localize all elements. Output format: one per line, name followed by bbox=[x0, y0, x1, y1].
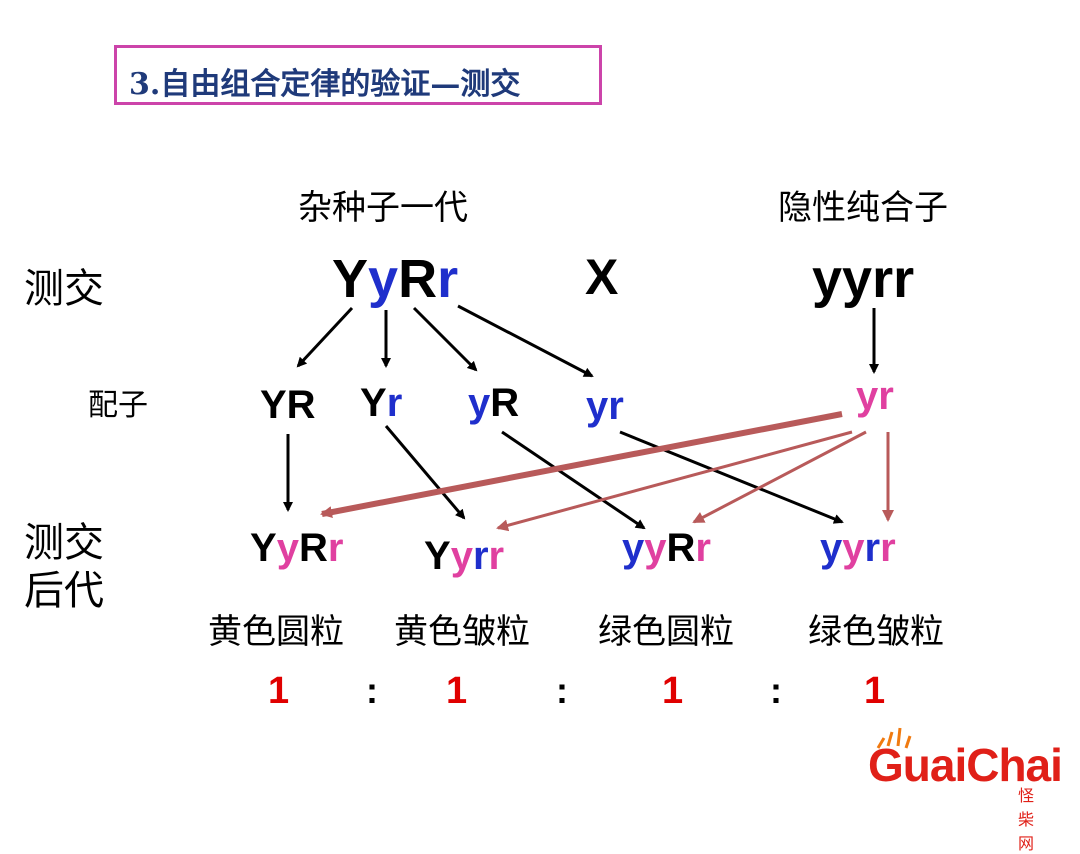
arrow-Yr-to-offspring bbox=[384, 425, 466, 520]
ratio-sep-1: : bbox=[366, 670, 378, 711]
allele-letter: Y bbox=[250, 526, 277, 570]
ratio-3: 1 bbox=[662, 670, 684, 712]
allele-letter: r bbox=[695, 526, 711, 570]
recessive-genotype: yyrr bbox=[812, 248, 914, 310]
offspring-label-line1: 测交 bbox=[24, 520, 104, 566]
phenotype-4: 绿色皱粒 bbox=[808, 612, 944, 652]
sun-rays-icon bbox=[876, 727, 912, 749]
allele-letter: R bbox=[298, 526, 328, 570]
allele-letter: y bbox=[468, 381, 491, 425]
arrow-yr-to-offspring bbox=[619, 430, 844, 524]
allele-letter: y bbox=[368, 249, 399, 309]
hybrid-label: 杂种子一代 bbox=[298, 188, 468, 228]
allele-letter: y bbox=[622, 526, 645, 570]
gamete-recessive-yr: yr bbox=[856, 374, 894, 419]
arrow-yR-to-offspring bbox=[501, 430, 646, 530]
ratio-1: 1 bbox=[268, 670, 290, 712]
allele-letter: r bbox=[472, 534, 489, 578]
allele-letter: y bbox=[276, 526, 299, 570]
slide-title: 3.自由组合定律的验证—测交 bbox=[129, 67, 521, 102]
allele-letter: R bbox=[398, 249, 438, 309]
ratio-2: 1 bbox=[446, 670, 468, 712]
phenotype-3: 绿色圆粒 bbox=[598, 612, 734, 652]
allele-letter: R bbox=[490, 381, 520, 425]
phenotype-1: 黄色圆粒 bbox=[208, 612, 344, 652]
gamete-yR: yR bbox=[468, 381, 519, 426]
allele-letter: y bbox=[842, 526, 865, 570]
allele-letter: yyrr bbox=[812, 249, 915, 309]
testcross-label: 测交 bbox=[24, 266, 104, 312]
hybrid-genotype: YyRr bbox=[332, 248, 458, 310]
arrow-to-gamete-YR bbox=[296, 306, 354, 368]
allele-letter: Y bbox=[424, 534, 451, 578]
allele-letter: r bbox=[864, 526, 881, 570]
arrow-to-gamete-yR bbox=[412, 306, 478, 372]
allele-letter: Y bbox=[360, 381, 387, 425]
offspring-label-line2: 后代 bbox=[24, 568, 104, 614]
allele-letter: y bbox=[644, 526, 667, 570]
recessive-label: 隐性纯合子 bbox=[778, 188, 948, 228]
allele-letter: R bbox=[666, 526, 696, 570]
arrow-layer bbox=[283, 304, 894, 532]
arrow-recessive-to-offspring-3 bbox=[692, 430, 867, 524]
allele-letter: r bbox=[437, 249, 459, 309]
offspring-Yyrr: Yyrr bbox=[424, 534, 504, 579]
allele-letter: yr bbox=[586, 384, 624, 428]
gamete-Yr: Yr bbox=[360, 381, 402, 426]
gamete-YR: YR bbox=[260, 383, 316, 428]
ratio-4: 1 bbox=[864, 670, 886, 712]
gamete-yr: yr bbox=[586, 384, 624, 429]
cross-sign: X bbox=[585, 249, 619, 305]
allele-letter: r bbox=[488, 534, 505, 578]
allele-letter: r bbox=[880, 526, 896, 570]
allele-letter: y bbox=[450, 534, 473, 578]
gamete-label: 配子 bbox=[88, 388, 148, 423]
offspring-YyRr: YyRr bbox=[250, 526, 343, 571]
phenotype-2: 黄色皱粒 bbox=[394, 612, 530, 652]
allele-letter: Y bbox=[332, 249, 369, 309]
allele-letter: y bbox=[820, 526, 843, 570]
allele-letter: yr bbox=[856, 374, 894, 418]
title-box: 3.自由组合定律的验证—测交 bbox=[114, 45, 602, 105]
ratio-sep-3: : bbox=[770, 670, 782, 711]
arrow-to-gamete-yr bbox=[457, 304, 594, 378]
arrow-recessive-to-offspring-2 bbox=[496, 430, 853, 532]
logo-text: GuaiChai bbox=[868, 739, 1063, 791]
allele-letter: r bbox=[386, 381, 403, 425]
logo-subtext: 怪柴网 bbox=[1018, 786, 1035, 853]
offspring-yyRr: yyRr bbox=[622, 526, 711, 571]
ratio-sep-2: : bbox=[556, 670, 568, 711]
offspring-yyrr: yyrr bbox=[820, 526, 896, 571]
allele-letter: r bbox=[327, 526, 344, 570]
allele-letter: YR bbox=[260, 383, 316, 427]
arrow-recessive-to-offspring-1 bbox=[320, 411, 843, 519]
